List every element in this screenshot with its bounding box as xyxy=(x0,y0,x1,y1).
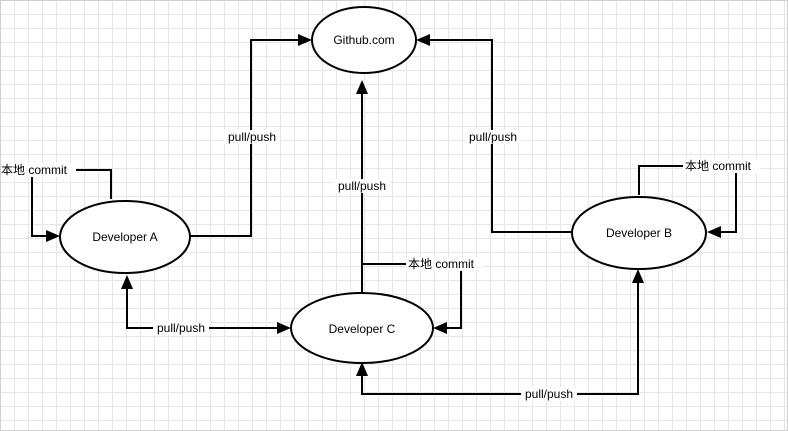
arrowhead-to-dev-c-right xyxy=(433,322,447,334)
arrowhead-to-dev-b-bottom xyxy=(632,269,644,283)
node-developer-b-shape xyxy=(571,196,707,270)
label-bg-b-github xyxy=(465,130,521,144)
label-bg-c-b xyxy=(521,387,577,401)
node-developer-c-label: Developer C xyxy=(329,322,396,336)
label-bg-a-c xyxy=(153,321,209,335)
arrowhead-to-github-left xyxy=(298,34,312,46)
node-developer-b-label: Developer B xyxy=(606,226,672,240)
label-bg-c-github xyxy=(333,179,390,193)
node-developer-c-shape xyxy=(290,292,434,364)
node-developer-a-shape xyxy=(59,200,191,274)
label-bg-a-local xyxy=(0,163,76,177)
node-github[interactable]: Github.com xyxy=(311,6,417,74)
edge-label-a-github: pull/push xyxy=(228,130,276,144)
edge-c-b xyxy=(361,282,639,395)
edge-label-a-local-commit: 本地 commit xyxy=(1,163,68,177)
arrowhead-to-dev-c-left xyxy=(277,322,291,334)
edge-label-c-local-commit: 本地 commit xyxy=(408,257,475,271)
node-developer-a[interactable]: Developer A xyxy=(59,200,191,274)
edge-label-a-c: pull/push xyxy=(157,321,205,335)
node-developer-a-label: Developer A xyxy=(92,230,157,244)
arrowhead-to-dev-a-bottom xyxy=(121,275,133,289)
arrowhead-to-dev-c-bottom xyxy=(356,362,368,376)
arrowhead-to-dev-b-right xyxy=(707,226,721,238)
edge-label-c-b: pull/push xyxy=(525,387,573,401)
label-bg-b-local xyxy=(683,159,760,173)
arrowhead-to-dev-a-left xyxy=(46,230,60,242)
edge-label-c-github: pull/push xyxy=(338,179,386,193)
edge-label-b-local-commit: 本地 commit xyxy=(685,159,752,173)
arrowhead-to-github-right xyxy=(416,34,430,46)
arrowhead-to-github-bottom xyxy=(356,80,368,94)
edge-label-b-github: pull/push xyxy=(469,130,517,144)
edge-a-c xyxy=(126,288,278,329)
label-bg-a-github xyxy=(224,130,280,144)
node-github-label: Github.com xyxy=(333,33,394,47)
label-bg-c-local xyxy=(406,257,483,271)
node-github-shape xyxy=(311,6,417,74)
node-developer-b[interactable]: Developer B xyxy=(571,196,707,270)
node-developer-c[interactable]: Developer C xyxy=(290,292,434,364)
